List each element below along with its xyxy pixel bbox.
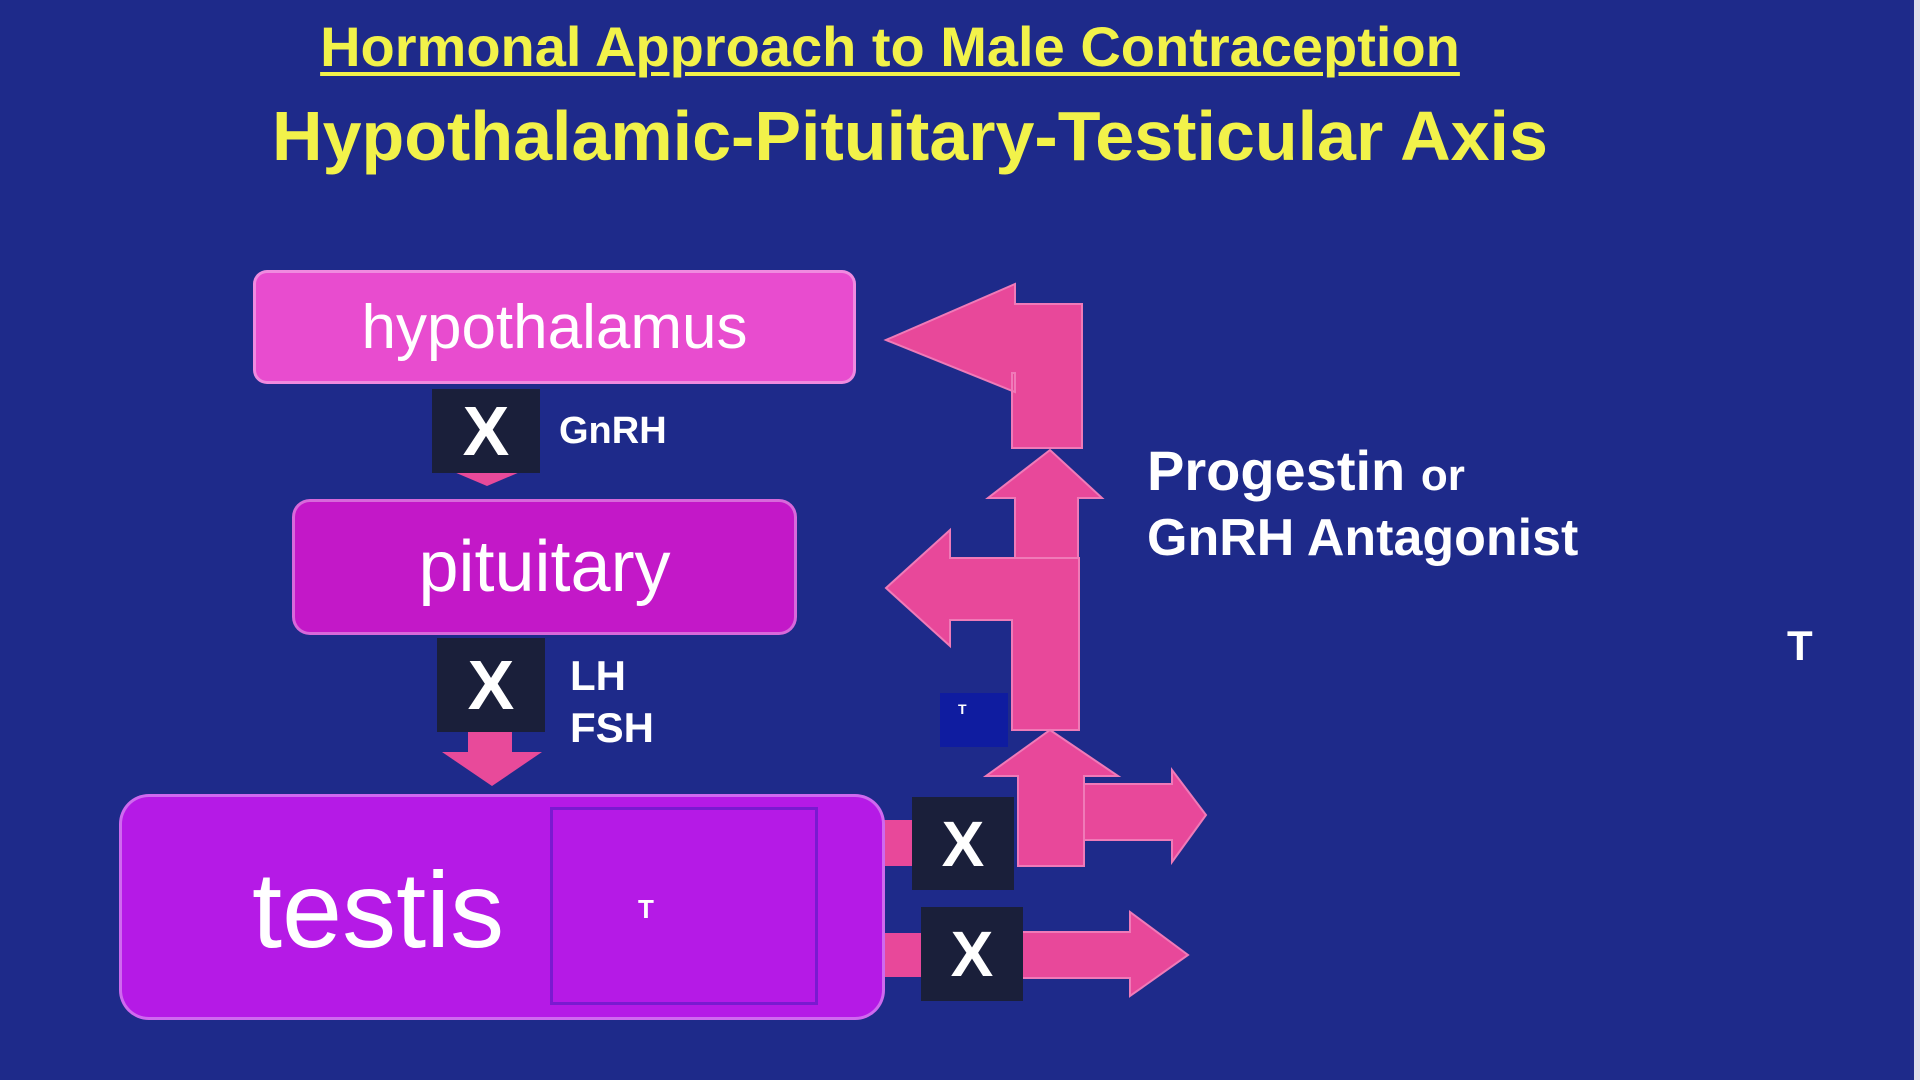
slide-edge — [1914, 0, 1920, 1080]
testis-connector-lower — [884, 933, 922, 977]
slide-subtitle: Hypothalamic-Pituitary-Testicular Axis — [272, 97, 1548, 175]
lh-fsh-down-arrow — [442, 732, 542, 786]
small-t-cell: T — [940, 693, 1008, 747]
gnrh-down-arrow — [454, 470, 520, 486]
small-t-label: T — [958, 701, 967, 717]
testis-connector-upper — [884, 820, 914, 866]
output-arrow-lower — [1021, 910, 1190, 998]
output-arrow-upper — [1083, 767, 1208, 866]
t-right-label: T — [1787, 622, 1813, 669]
testis-output-block-x-lower: X — [921, 907, 1023, 1001]
testis-output-block-x-upper: X — [912, 797, 1014, 890]
gnrh-block-x: X — [432, 389, 540, 473]
gnrh-label: GnRH — [559, 410, 667, 452]
pituitary-label: pituitary — [418, 527, 671, 607]
lh-label: LH — [570, 652, 626, 699]
progestin-label: Progestin or — [1147, 438, 1465, 503]
fsh-label: FSH — [570, 704, 654, 751]
upward-arrow-lower — [982, 728, 1122, 867]
lh-fsh-block-x: X — [437, 638, 545, 732]
feedback-arrow-hypothalamus — [883, 282, 1083, 449]
testis-label: testis — [252, 849, 505, 970]
upward-arrow-upper — [985, 448, 1105, 561]
testis-box: testis T — [119, 794, 885, 1020]
slide-title: Hormonal Approach to Male Contraception — [320, 15, 1460, 78]
hypothalamus-box: hypothalamus — [253, 270, 856, 384]
testis-inner-t-label: T — [638, 894, 654, 924]
hypothalamus-label: hypothalamus — [361, 292, 748, 362]
testis-inner-cell: T — [550, 807, 818, 1005]
pituitary-box: pituitary — [292, 499, 797, 635]
progestin-text: Progestin — [1147, 439, 1406, 502]
or-text: or — [1420, 451, 1465, 500]
gnrh-antagonist-label: GnRH Antagonist — [1147, 509, 1579, 567]
feedback-arrow-pituitary — [884, 527, 1080, 731]
